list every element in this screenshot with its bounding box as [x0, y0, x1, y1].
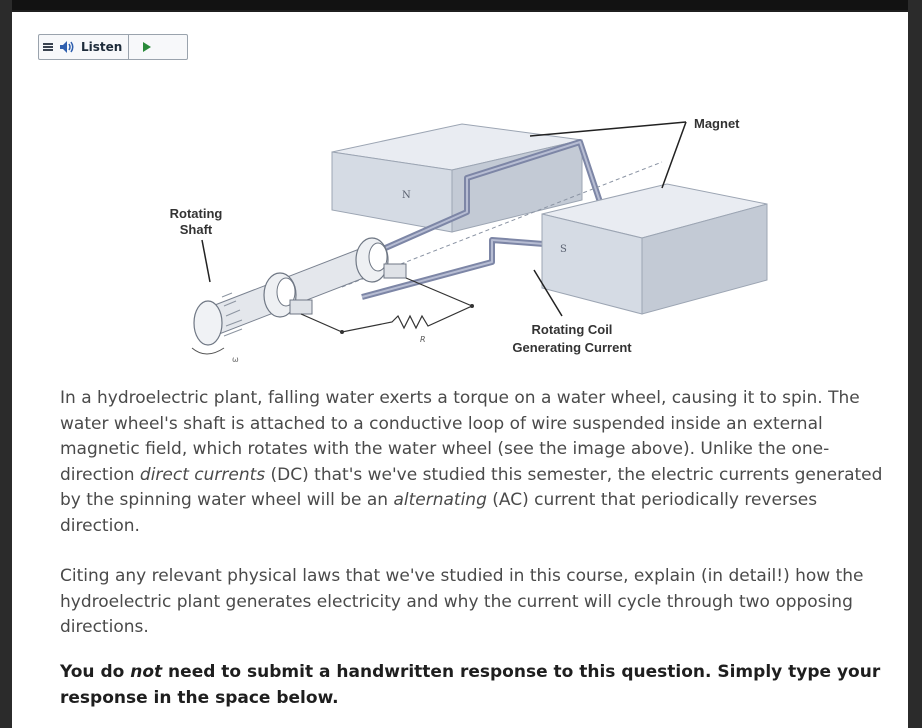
listen-label: Listen: [81, 40, 123, 54]
question-instruction: You do not need to submit a handwritten …: [60, 660, 890, 711]
label-rotating-shaft-line1: Rotating: [170, 206, 223, 221]
listen-toolbar: Listen: [38, 34, 188, 60]
play-icon: [143, 42, 152, 52]
pole-label-s: S: [560, 244, 567, 255]
question-paragraph-2: Citing any relevant physical laws that w…: [60, 566, 864, 637]
p1-text-b: (DC) that's we've studied this semester,…: [60, 464, 883, 511]
label-rotating-coil-line1: Rotating Coil: [532, 322, 613, 337]
listen-menu-button[interactable]: [39, 35, 57, 59]
p3-text-a: You do: [60, 662, 131, 682]
menu-icon: [43, 43, 53, 51]
p3-text-b: need to submit a handwritten response to…: [60, 662, 881, 708]
brush-1: [289, 299, 313, 315]
p1-text-a: In a hydroelectric plant, falling water …: [60, 388, 860, 485]
label-rotating-shaft-line2: Shaft: [180, 222, 213, 237]
magnet-south: S: [541, 183, 768, 315]
external-circuit: [300, 277, 474, 333]
listen-button[interactable]: Listen: [57, 35, 130, 59]
slip-ring-1: [263, 272, 297, 318]
label-magnet: Magnet: [694, 116, 740, 131]
brush-2: [383, 263, 407, 279]
p3-emphasis-not: not: [130, 662, 163, 682]
background-right-strip: [908, 0, 922, 728]
background-left-strip: [0, 0, 12, 728]
generator-diagram: N S ω: [170, 116, 768, 364]
p1-emphasis-direct-currents: direct currents: [139, 464, 266, 485]
label-rotating-coil-line2: Generating Current: [512, 340, 632, 355]
question-page: Listen N S: [12, 12, 908, 728]
window-frame-top: [0, 0, 922, 10]
p1-text-c: (AC) current that periodically reverses …: [60, 490, 818, 536]
magnet-north: N: [331, 123, 583, 233]
play-button[interactable]: [129, 35, 165, 59]
resistor-label: R: [420, 335, 426, 344]
question-paragraph-1: In a hydroelectric plant, falling water …: [60, 386, 890, 539]
slip-ring-2: [355, 237, 389, 283]
pole-label-n: N: [402, 190, 411, 201]
omega-label: ω: [232, 355, 239, 364]
speaker-icon: [60, 41, 74, 53]
p1-emphasis-alternating: alternating: [393, 490, 487, 510]
